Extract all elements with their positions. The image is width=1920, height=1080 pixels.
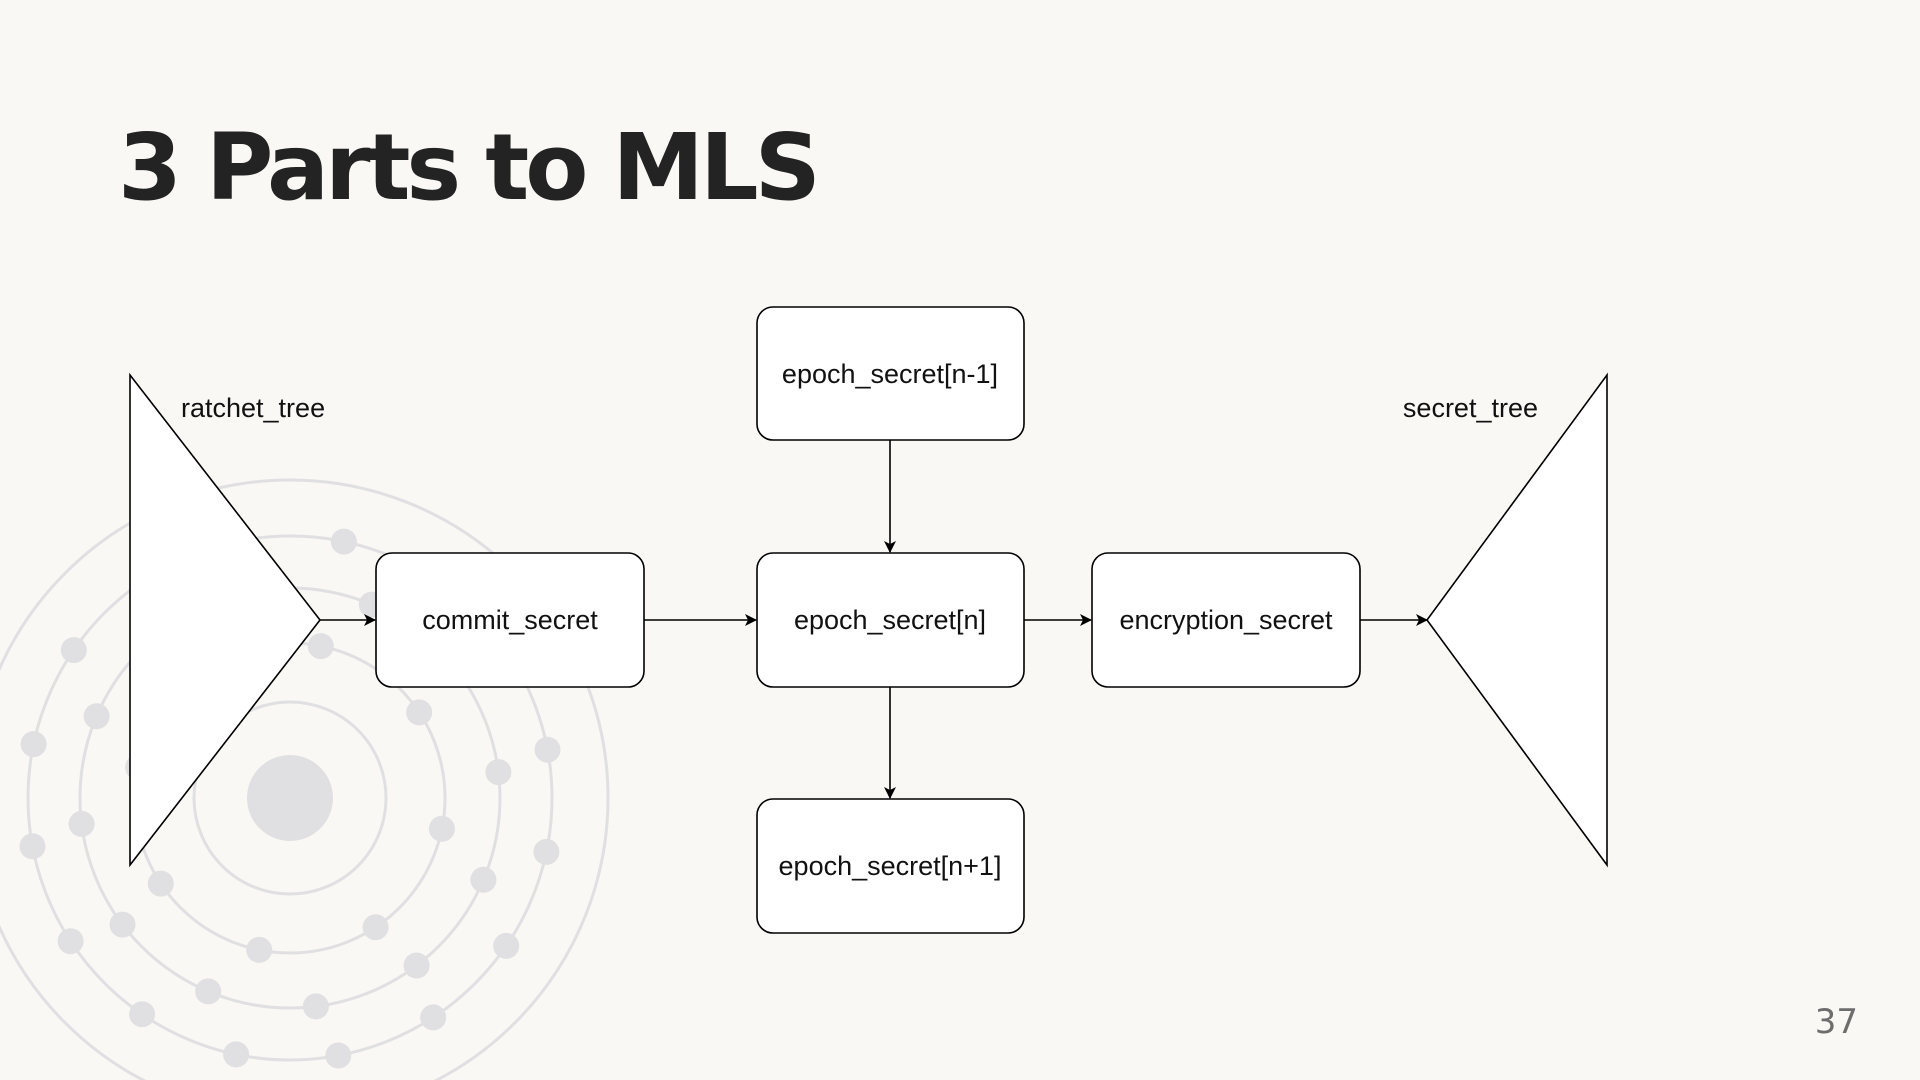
node-commit-secret: commit_secret bbox=[375, 552, 645, 688]
orbit-dot bbox=[195, 978, 222, 1005]
node-epoch-secret-current: epoch_secret[n] bbox=[756, 552, 1025, 688]
orbit-dot bbox=[470, 866, 497, 893]
slide-title: 3 Parts to MLS bbox=[118, 114, 821, 221]
orbit-core bbox=[247, 755, 333, 841]
ratchet-tree-label: ratchet_tree bbox=[181, 393, 325, 423]
node-epoch-secret-prev-label: epoch_secret[n-1] bbox=[782, 359, 998, 389]
orbit-dot bbox=[362, 914, 389, 941]
node-epoch-secret-current-label: epoch_secret[n] bbox=[794, 605, 986, 635]
orbit-dot bbox=[246, 936, 273, 963]
orbit-dot bbox=[325, 1042, 352, 1069]
orbit-dot bbox=[20, 731, 47, 758]
orbit-dot bbox=[406, 699, 433, 726]
ratchet-tree-shape bbox=[129, 372, 322, 868]
diagram-edges bbox=[320, 440, 1428, 799]
orbit-dot bbox=[223, 1041, 250, 1068]
secret-tree-label: secret_tree bbox=[1403, 393, 1538, 423]
orbit-dot bbox=[83, 703, 110, 730]
orbit-dot bbox=[330, 528, 357, 555]
orbit-ring bbox=[0, 478, 610, 1080]
node-commit-secret-label: commit_secret bbox=[422, 605, 598, 635]
node-epoch-secret-next-label: epoch_secret[n+1] bbox=[779, 851, 1002, 881]
orbit-ring bbox=[192, 700, 388, 896]
node-epoch-secret-next: epoch_secret[n+1] bbox=[756, 798, 1025, 934]
slide-page-number: 37 bbox=[1814, 1002, 1858, 1042]
orbit-dot bbox=[534, 736, 561, 763]
node-encryption-secret: encryption_secret bbox=[1091, 552, 1361, 688]
orbit-dot bbox=[493, 932, 520, 959]
orbit-dot bbox=[109, 911, 136, 938]
orbit-dot bbox=[485, 759, 512, 786]
orbit-dot bbox=[19, 833, 46, 860]
orbit-dot bbox=[57, 928, 84, 955]
orbit-dot bbox=[60, 637, 87, 664]
orbit-dot bbox=[428, 815, 455, 842]
node-encryption-secret-label: encryption_secret bbox=[1119, 605, 1333, 635]
orbit-dot bbox=[68, 810, 95, 837]
secret-tree-shape bbox=[1426, 372, 1608, 868]
orbit-dot bbox=[302, 993, 329, 1020]
orbit-dot bbox=[533, 838, 560, 865]
node-epoch-secret-prev: epoch_secret[n-1] bbox=[756, 306, 1025, 441]
orbit-dot bbox=[420, 1004, 447, 1031]
orbit-ring bbox=[26, 534, 554, 1062]
orbit-dot bbox=[147, 870, 174, 897]
orbit-dot bbox=[129, 1001, 156, 1028]
orbit-dot bbox=[403, 952, 430, 979]
orbit-dot bbox=[307, 633, 334, 660]
